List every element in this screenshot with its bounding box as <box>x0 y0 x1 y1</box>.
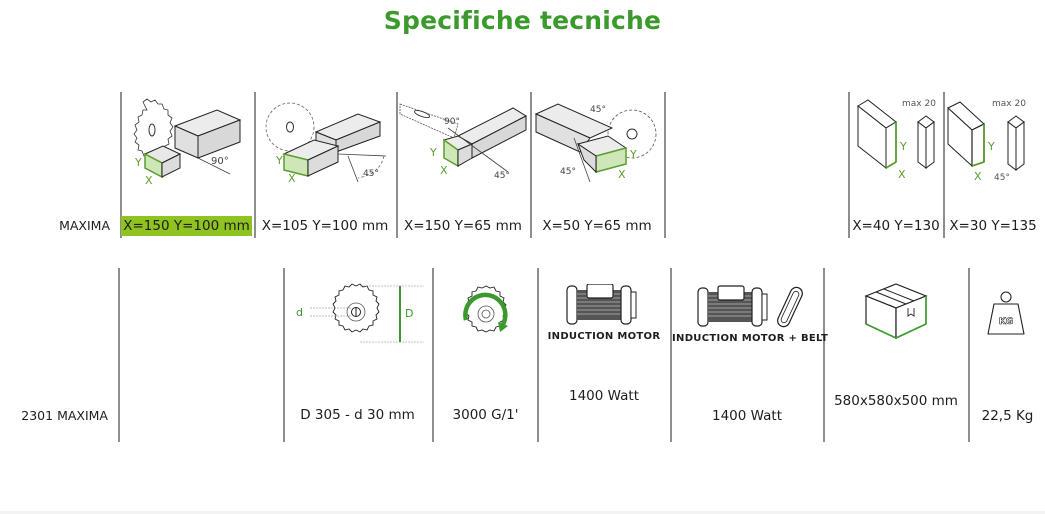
row-label-2301-maxima: 2301 MAXIMA <box>21 408 108 423</box>
page-title: Specifiche tecniche <box>383 6 662 35</box>
divider <box>943 92 945 238</box>
svg-text:45°: 45° <box>560 167 576 177</box>
svg-text:X: X <box>974 170 982 182</box>
divider <box>120 92 122 238</box>
divider <box>432 268 434 442</box>
induction-motor-belt-icon <box>697 285 803 328</box>
svg-text:X: X <box>440 164 448 177</box>
panel-45-cut-icon: max 20 Y X 45° <box>947 99 1026 182</box>
svg-text:45°: 45° <box>590 105 606 115</box>
cut-value-7: X=30 Y=135 <box>949 218 1037 234</box>
cut-value-2: X=105 Y=100 mm <box>261 218 389 234</box>
svg-text:Y: Y <box>429 146 437 159</box>
cut-value-4: X=50 Y=65 mm <box>542 218 652 234</box>
motor-belt-power-value: 1400 Watt <box>712 408 782 424</box>
svg-text:KG: KG <box>999 317 1013 327</box>
induction-motor-icon <box>566 284 637 325</box>
svg-text:45°: 45° <box>494 171 510 181</box>
svg-text:X: X <box>288 172 296 184</box>
row-label-maxima: MAXIMA <box>59 218 110 233</box>
divider <box>283 268 285 442</box>
svg-text:Y: Y <box>987 140 995 153</box>
svg-text:Y: Y <box>899 140 907 153</box>
saw-45-degree-cut-icon: 45° Y X <box>265 102 387 184</box>
divider <box>254 92 256 238</box>
blade-size-value: D 305 - d 30 mm <box>300 407 415 423</box>
saw-90-degree-cut-icon: 90° Y X <box>133 98 242 184</box>
panel-straight-cut-icon: max 20 Y X <box>857 99 936 181</box>
cut-value-3: X=150 Y=65 mm <box>404 218 522 234</box>
weight-value: 22,5 Kg <box>981 408 1034 424</box>
svg-text:X: X <box>898 168 906 181</box>
divider <box>537 268 539 442</box>
svg-text:max 20: max 20 <box>902 99 936 109</box>
divider <box>968 268 970 442</box>
svg-text:45°: 45° <box>994 173 1010 182</box>
motor-power-value: 1400 Watt <box>569 388 639 404</box>
divider <box>664 92 666 238</box>
svg-text:90°: 90° <box>444 117 460 127</box>
svg-text:max 20: max 20 <box>992 99 1026 109</box>
svg-text:X: X <box>145 174 153 184</box>
svg-text:D: D <box>405 307 413 320</box>
svg-text:Y: Y <box>629 148 637 161</box>
blade-diameter-icon: d D <box>296 283 424 343</box>
divider <box>670 268 672 442</box>
svg-text:X: X <box>618 168 626 181</box>
svg-text:Y: Y <box>134 156 142 169</box>
saw-90-45-bevel-cut-icon: 90° 45° Y X <box>399 103 528 181</box>
divider <box>530 92 532 238</box>
divider <box>848 92 850 238</box>
svg-text:d: d <box>296 306 303 319</box>
divider <box>118 268 120 442</box>
blade-rotation-speed-icon <box>463 285 508 333</box>
rotation-speed-value: 3000 G/1' <box>452 407 519 423</box>
divider <box>823 268 825 442</box>
svg-text:Y: Y <box>275 154 283 167</box>
cut-value-6: X=40 Y=130 <box>852 218 940 234</box>
induction-motor-belt-caption: INDUCTION MOTOR + BELT <box>672 333 829 344</box>
saw-double-45-cut-icon: 45° 45° Y X <box>534 103 657 183</box>
induction-motor-caption: INDUCTION MOTOR <box>547 331 661 342</box>
svg-text:90°: 90° <box>211 156 229 167</box>
divider <box>396 92 398 238</box>
package-dimensions-value: 580x580x500 mm <box>834 393 958 409</box>
footer-separator <box>0 511 1045 514</box>
cut-value-1: X=150 Y=100 mm <box>121 216 252 236</box>
svg-text:45°: 45° <box>363 169 379 179</box>
weight-kg-icon: KG <box>987 291 1025 335</box>
package-box-icon <box>864 283 928 339</box>
